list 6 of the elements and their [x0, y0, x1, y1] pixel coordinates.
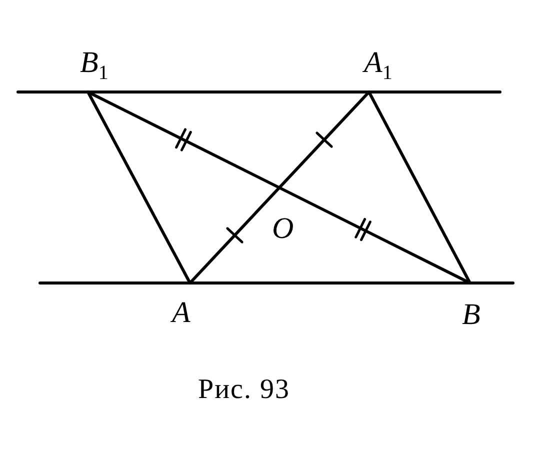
point-label: O — [272, 214, 294, 244]
figure-caption: Рис. 93 — [198, 376, 290, 404]
point-label: A$_{1}$ — [364, 48, 392, 83]
point-label: A — [172, 298, 190, 328]
point-label: B$_{1}$ — [80, 48, 108, 83]
point-label: B — [462, 300, 480, 330]
